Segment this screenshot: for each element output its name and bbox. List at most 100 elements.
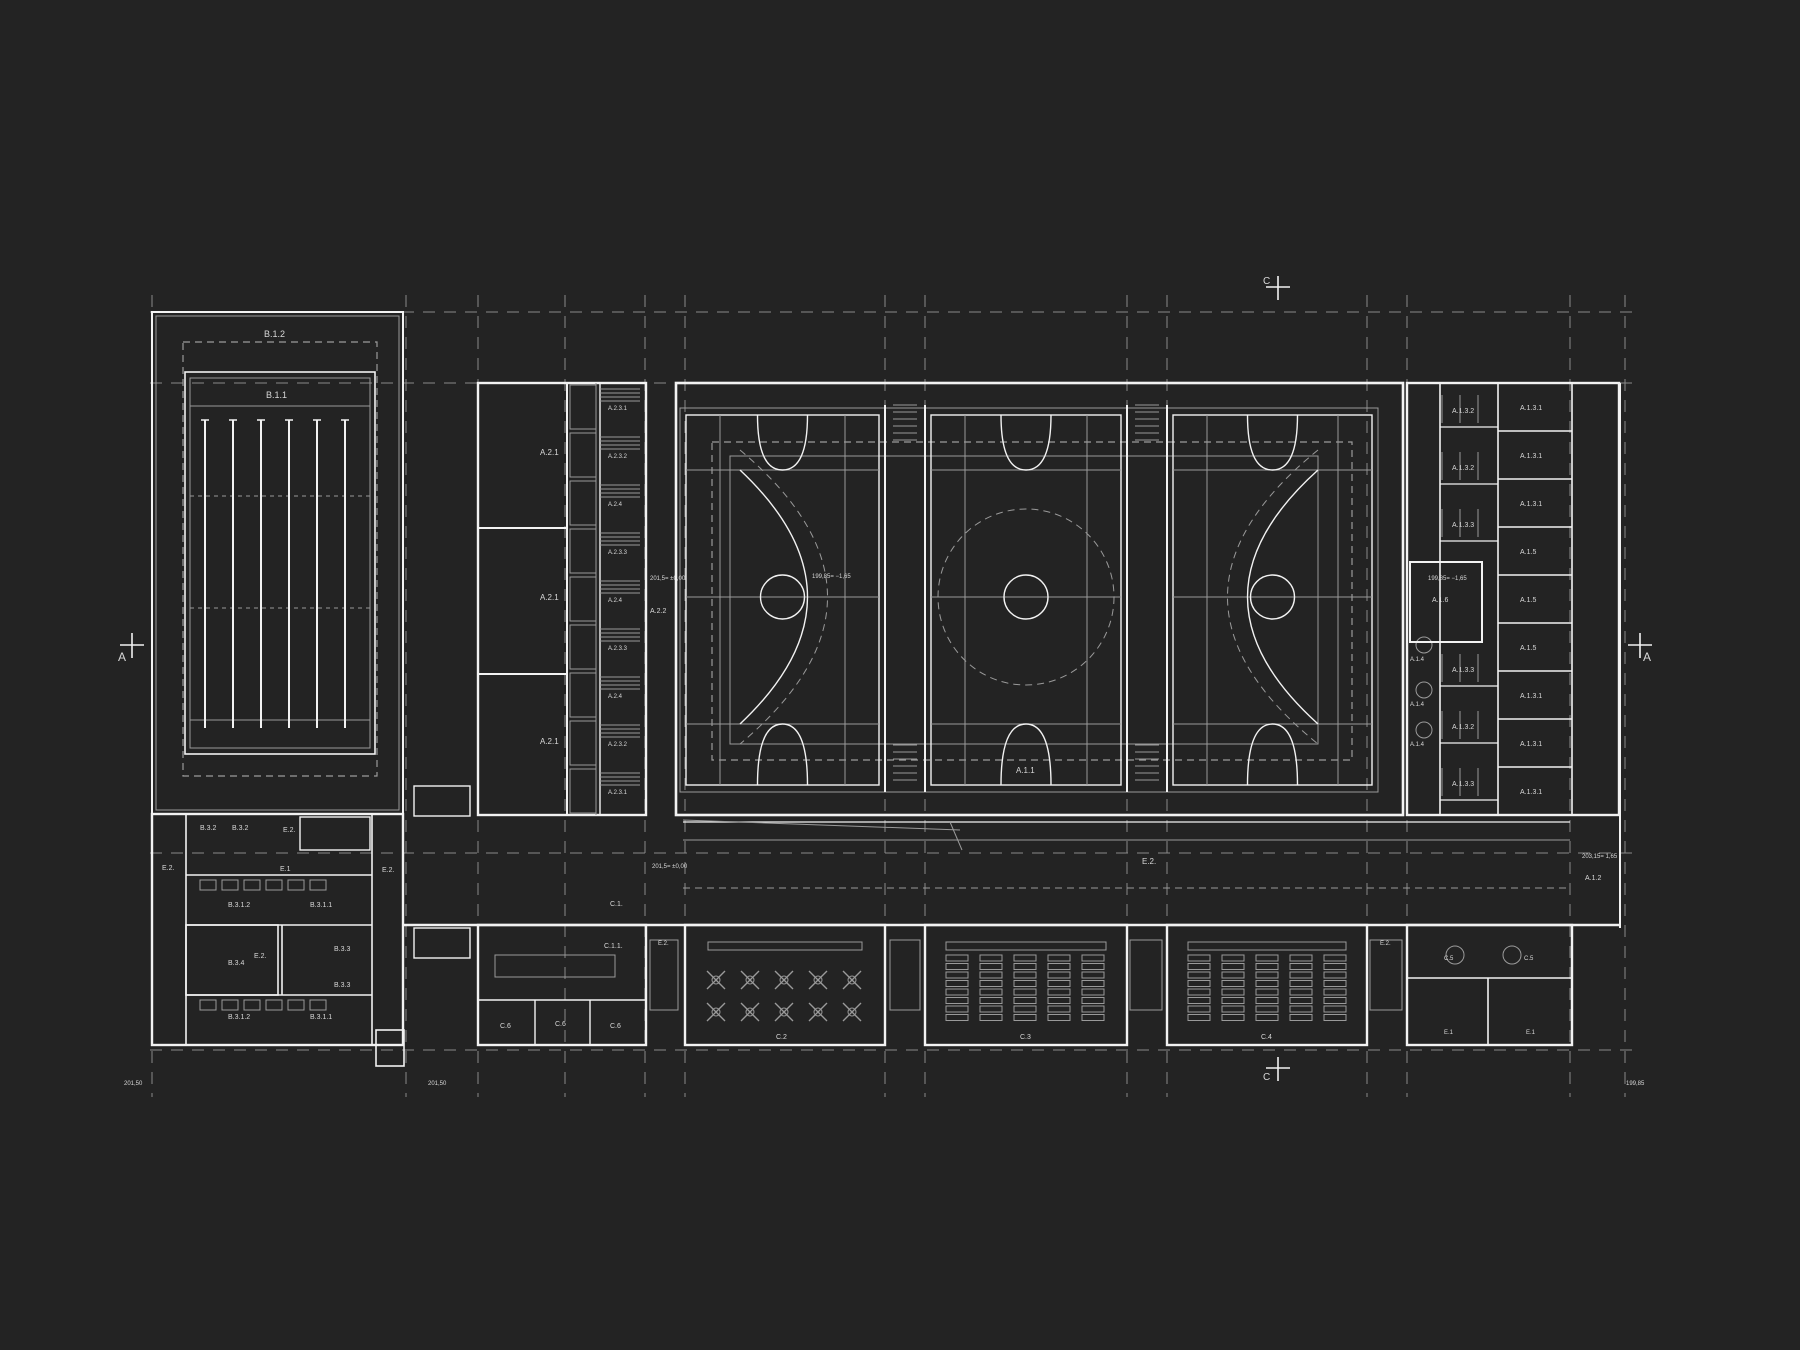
c-table: [1013, 1014, 1037, 1021]
main-corridor: C.1. 201,5= ±0,00 E.2. 203,15= 1,65 A.1.…: [403, 785, 1620, 959]
c-table: [1221, 997, 1245, 1004]
c-table: [1221, 971, 1245, 979]
c-table: [1187, 963, 1211, 970]
c-table: [945, 988, 969, 996]
a1-small-label: A.1.4: [1410, 657, 1425, 663]
c2-table: [706, 970, 726, 990]
c-table: [1013, 963, 1037, 970]
c2-table: [842, 970, 862, 990]
a1-rooms: A.1.3.1A.1.3.1A.1.3.1A.1.5A.1.5A.1.5A.1.…: [1410, 382, 1572, 801]
c2-table: [706, 1002, 726, 1022]
a1-room-label: A.1.3.2: [1452, 408, 1474, 415]
c5-label-2: C.5: [1524, 956, 1534, 962]
a1-small-label: A.1.4: [1410, 702, 1425, 708]
a1-shower: [1415, 681, 1433, 699]
b3-room-label: B.3.3: [334, 982, 350, 989]
c-table: [1047, 963, 1071, 970]
c-table: [1255, 1005, 1279, 1013]
a1-lobby-label: A.1.6: [1432, 597, 1448, 604]
c2-table: [808, 970, 828, 990]
corridor-main-label: E.2.: [1142, 857, 1156, 866]
pool-lanes: [201, 419, 349, 728]
c-table: [979, 980, 1003, 987]
a2-room: [569, 624, 597, 670]
c-table: [979, 963, 1003, 970]
elevation-right: 199,85: [1626, 1081, 1645, 1087]
c-table: [1081, 980, 1105, 987]
c-table: [1081, 971, 1105, 979]
c2-table: [842, 1002, 862, 1022]
c2-table-center: [847, 1007, 857, 1017]
a1-room-label: A.1.3.1: [1520, 405, 1542, 412]
svg-text:A: A: [118, 650, 126, 664]
c-table: [979, 954, 1003, 962]
c-table: [1221, 954, 1245, 962]
c2-table-center: [745, 975, 755, 985]
c-table: [1289, 954, 1313, 962]
c2-table: [740, 1002, 760, 1022]
c-table: [1289, 980, 1313, 987]
c2-table-center: [711, 1007, 721, 1017]
c-table: [1255, 980, 1279, 987]
elevation-mid: 201,50: [428, 1081, 447, 1087]
court-center-circle: [1003, 574, 1049, 620]
a2-room: [569, 528, 597, 574]
c-table: [1187, 997, 1211, 1004]
c2-table-center: [813, 1007, 823, 1017]
court-key-bottom: [756, 723, 809, 786]
c2-table-center: [779, 975, 789, 985]
court-key-top: [1246, 414, 1299, 471]
b3-room-label: E.2.: [162, 865, 175, 872]
hall-a21-3: A.2.1: [540, 737, 559, 746]
c-table: [1047, 954, 1071, 962]
c-table: [1013, 971, 1037, 979]
block-c: C.1.1. C.6 C.6 C.6 C.2 C.3 C.4 E.2. E.2.…: [476, 923, 1574, 1047]
arena-courts: [685, 404, 1373, 786]
c2-table: [740, 970, 760, 990]
c4-tables: [1187, 954, 1347, 1021]
section-marker-top: C: [1263, 276, 1290, 300]
court-key-bottom: [1246, 723, 1299, 786]
b3-room-label: E.2.: [283, 827, 296, 834]
court-key-bottom: [1000, 723, 1052, 786]
c-table: [1013, 988, 1037, 996]
b3-room-label: E.1: [280, 866, 291, 873]
c-table: [945, 954, 969, 962]
c-table: [1013, 1005, 1037, 1013]
c-table: [979, 1005, 1003, 1013]
a2-room-label: A.2.4: [608, 598, 623, 604]
a1-room-label: A.1.5: [1520, 597, 1536, 604]
c-table: [945, 1014, 969, 1021]
court: [1172, 414, 1373, 786]
court: [685, 414, 880, 786]
a2-room-label: A.2.4: [608, 502, 623, 508]
a2-room-label: A.2.3.1: [608, 406, 628, 412]
c-table: [1255, 1014, 1279, 1021]
corridor-a12-level: 203,15= 1,65: [1582, 854, 1618, 860]
b3-locker: [287, 999, 305, 1011]
c-table: [1081, 954, 1105, 962]
c-table: [1323, 1014, 1347, 1021]
c2-table-center: [847, 975, 857, 985]
hall-a21-2: A.2.1: [540, 593, 559, 602]
c-table: [1289, 971, 1313, 979]
c2-label: C.2: [776, 1034, 787, 1041]
a2-room: [569, 576, 597, 622]
elevation-left: 201,50: [124, 1081, 143, 1087]
c-table: [1081, 997, 1105, 1004]
c-table: [1323, 997, 1347, 1004]
c-table: [1255, 971, 1279, 979]
c-table: [945, 997, 969, 1004]
c-table: [1255, 963, 1279, 970]
a2-room: [569, 384, 597, 430]
c-table: [1289, 963, 1313, 970]
a2-room: [569, 672, 597, 718]
svg-text:C: C: [1263, 276, 1270, 287]
a1-room-label: A.1.3.1: [1520, 453, 1542, 460]
c2-table-center: [711, 975, 721, 985]
arena-label: A.1.1: [1016, 766, 1035, 775]
b3-room-label: B.3.1.1: [310, 902, 332, 909]
corridor-level: 201,5= ±0,00: [652, 864, 688, 870]
c-table: [1187, 1014, 1211, 1021]
a1-room-label: A.1.3.1: [1520, 501, 1542, 508]
